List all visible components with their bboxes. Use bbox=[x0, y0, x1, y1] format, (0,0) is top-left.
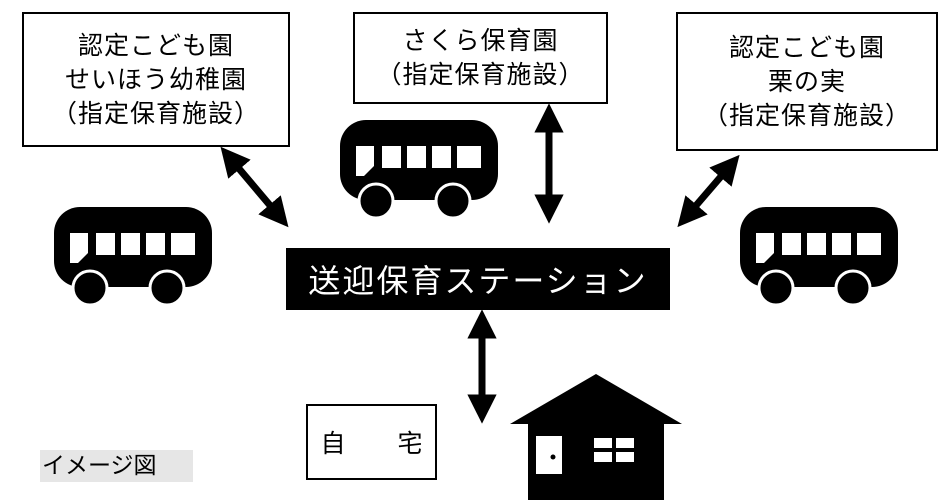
image-caption: イメージ図 bbox=[40, 450, 193, 482]
facility-line: （指定保育施設） bbox=[51, 98, 260, 128]
facility-box-sakura: さくら保育園 （指定保育施設） bbox=[353, 12, 608, 104]
facility-line: （指定保育施設） bbox=[702, 100, 911, 130]
facility-line: （指定保育施設） bbox=[376, 60, 585, 89]
facility-box-kurinomi: 認定こども園 栗の実 （指定保育施設） bbox=[676, 12, 938, 151]
house-icon bbox=[510, 374, 682, 500]
bus-icon bbox=[340, 120, 498, 220]
facility-line: さくら保育園 bbox=[402, 26, 559, 55]
facility-line: 認定こども園 bbox=[728, 32, 885, 62]
pickup-station: 送迎保育ステーション bbox=[286, 248, 670, 310]
facility-box-seiho: 認定こども園 せいほう幼稚園 （指定保育施設） bbox=[22, 12, 290, 147]
bus-icon bbox=[740, 207, 898, 307]
facility-line: 栗の実 bbox=[767, 66, 846, 96]
facility-line: せいほう幼稚園 bbox=[64, 64, 247, 94]
arrow-left-icon bbox=[220, 146, 289, 228]
home-label: 自 宅 bbox=[306, 404, 437, 480]
arrow-right-icon bbox=[677, 154, 740, 228]
bus-icon bbox=[54, 207, 212, 307]
facility-line: 認定こども園 bbox=[77, 30, 234, 60]
